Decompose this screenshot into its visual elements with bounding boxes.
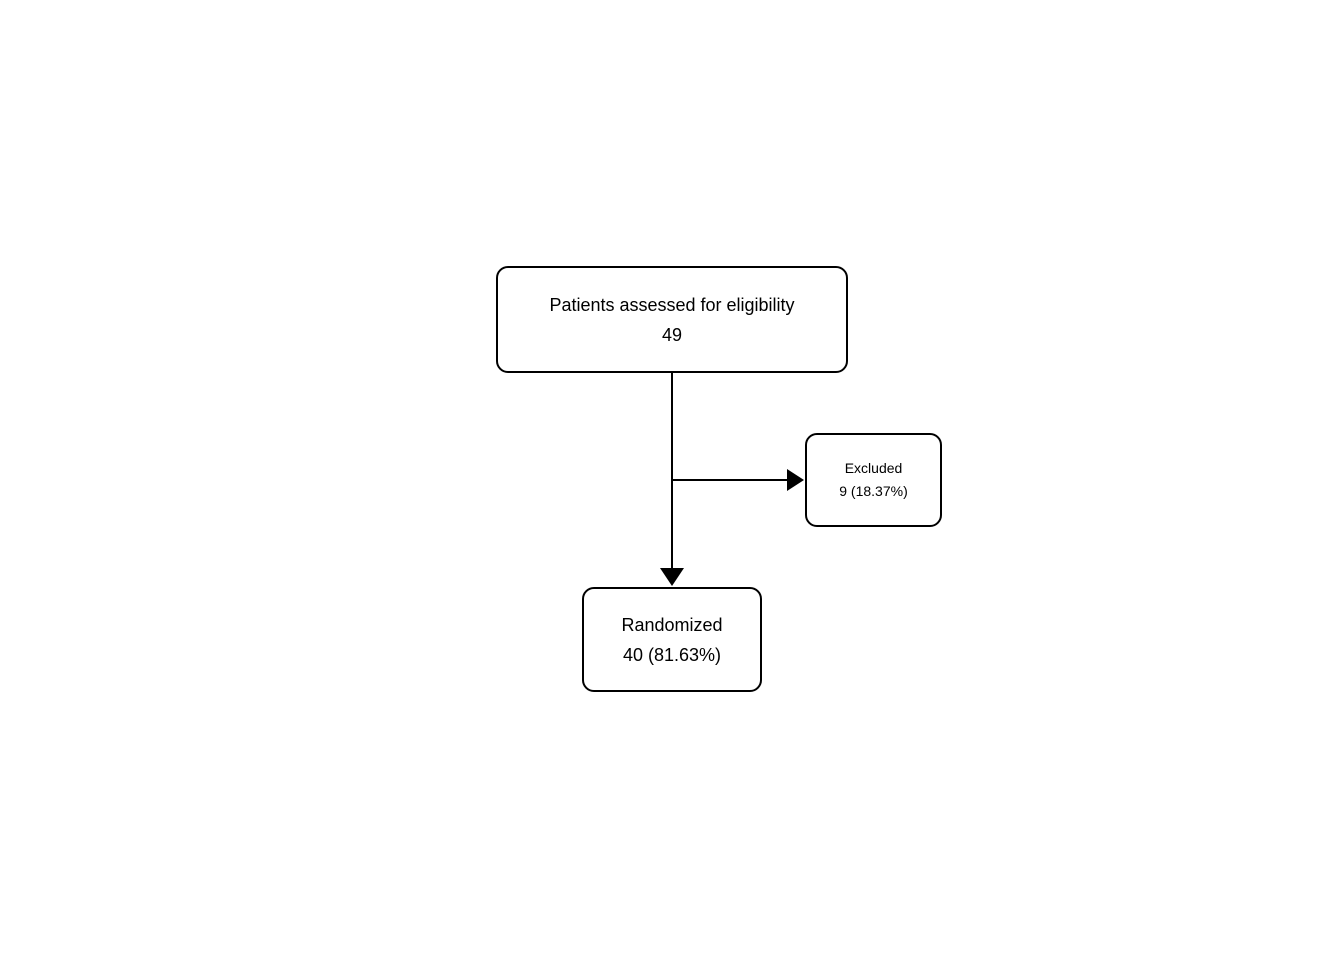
node-excluded: Excluded 9 (18.37%)	[805, 433, 942, 527]
node-label: Excluded	[844, 460, 903, 476]
node-assessed-for-eligibility: Patients assessed for eligibility 49	[496, 266, 848, 373]
node-randomized: Randomized 40 (81.63%)	[582, 587, 762, 692]
node-value: 40 (81.63%)	[622, 644, 722, 665]
arrowhead-down-icon	[660, 568, 684, 586]
node-label: Patients assessed for eligibility	[549, 294, 795, 315]
node-value: 9 (18.37%)	[839, 483, 908, 499]
node-label: Randomized	[621, 614, 723, 635]
arrowhead-right-icon	[787, 469, 804, 491]
node-value: 49	[661, 324, 683, 345]
